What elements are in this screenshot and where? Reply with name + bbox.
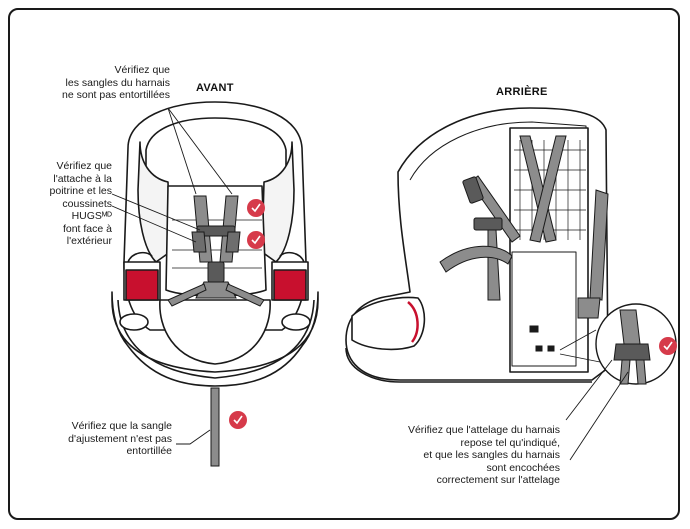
note-line: Vérifiez que la sangle [71, 420, 172, 432]
note-line: font face à [62, 222, 112, 235]
note-line: poitrine et les [49, 185, 112, 197]
note-line: les sangles du harnais [65, 76, 170, 89]
harness-twist-note: Vérifiez que les sangles du harnais ne s… [26, 64, 170, 102]
front-car-seat [111, 101, 319, 387]
splitter-plate-note: Vérifiez que l'attelage du harnais repos… [356, 424, 560, 487]
check-mark-icon [246, 198, 266, 218]
callout-lines [111, 107, 629, 461]
check-mark-icon [228, 410, 248, 430]
note-line: correctement sur l'attelage [436, 474, 560, 486]
note-line: Vérifiez que l'attelage du harnais [407, 424, 560, 436]
rear-harness-straps [439, 135, 609, 352]
rear-view-heading: ARRIÈRE [496, 86, 548, 98]
note-line: et que les sangles du harnais [423, 449, 560, 461]
adjust-strap [210, 387, 220, 467]
note-line: Vérifiez que [114, 64, 170, 76]
splitter-plate-magnifier [559, 303, 677, 385]
note-line: coussinets [62, 197, 112, 210]
note-line: l'extérieur [66, 235, 112, 247]
note-line: d'ajustement n'est pas [68, 432, 172, 445]
note-line: ne sont pas entortillées [62, 89, 170, 101]
check-mark-icon [246, 230, 266, 250]
note-line: l'attache à la [53, 172, 112, 185]
chest-clip-note: Vérifiez que l'attache à la poitrine et … [20, 160, 112, 248]
note-line: Vérifiez que [56, 160, 112, 172]
note-line: HUGSᴹᴰ [71, 210, 112, 222]
front-view-heading: AVANT [196, 82, 234, 94]
note-line: sont encochées [486, 461, 560, 474]
note-line: entortillée [126, 445, 172, 457]
adjust-strap-note: Vérifiez que la sangle d'ajustement n'es… [26, 420, 172, 458]
check-mark-icon [658, 336, 678, 356]
note-line: repose tel qu'indiqué, [460, 436, 561, 449]
front-harness-straps [167, 195, 265, 307]
rear-car-seat [345, 107, 609, 383]
